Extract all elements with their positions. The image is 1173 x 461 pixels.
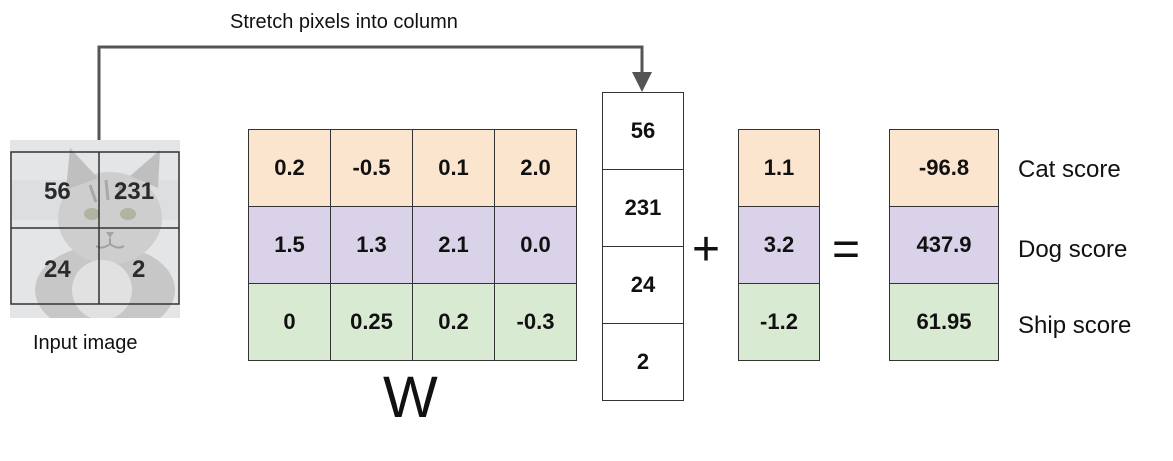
weight-row-cat: 0.2 -0.5 0.1 2.0 (248, 129, 577, 207)
equals-operator: = (832, 223, 861, 276)
input-image-caption: Input image (33, 332, 138, 354)
pixel-column-vector: 56 231 24 2 (602, 92, 684, 401)
ship-score-label: Ship score (1018, 312, 1132, 339)
pixel-value-bottom-right: 2 (132, 256, 146, 283)
input-image: 56 231 24 2 (10, 140, 180, 318)
weight-cell: 0.25 (330, 283, 413, 361)
weight-cell: 1.5 (248, 206, 331, 284)
cat-picture (10, 140, 180, 318)
bias-cell: 1.1 (738, 129, 820, 207)
pixel-column-cell: 2 (602, 323, 684, 401)
weight-cell: 1.3 (330, 206, 413, 284)
arrow-label: Stretch pixels into column (230, 11, 458, 33)
weight-cell: 0.0 (494, 206, 577, 284)
bias-cell: 3.2 (738, 206, 820, 284)
weight-cell: 0.1 (412, 129, 495, 207)
weight-matrix-label: W (383, 365, 438, 430)
cat-score-label: Cat score (1018, 156, 1121, 183)
pixel-value-top-right: 231 (114, 178, 155, 205)
weight-cell: 2.0 (494, 129, 577, 207)
weight-cell: -0.3 (494, 283, 577, 361)
pixel-column-cell: 231 (602, 169, 684, 247)
weight-matrix: 0.2 -0.5 0.1 2.0 1.5 1.3 2.1 0.0 0 0.25 … (248, 129, 577, 361)
weight-cell: -0.5 (330, 129, 413, 207)
weight-cell: 2.1 (412, 206, 495, 284)
score-cell: -96.8 (889, 129, 999, 207)
stretch-arrow-head (632, 72, 652, 92)
pixel-column-cell: 24 (602, 246, 684, 324)
weight-row-dog: 1.5 1.3 2.1 0.0 (248, 206, 577, 284)
score-vector: -96.8 437.9 61.95 (889, 129, 999, 361)
stretch-arrow-line (97, 45, 644, 140)
pixel-column-cell: 56 (602, 92, 684, 170)
bias-vector: 1.1 3.2 -1.2 (738, 129, 820, 361)
weight-cell: 0.2 (248, 129, 331, 207)
weight-cell: 0.2 (412, 283, 495, 361)
weight-row-ship: 0 0.25 0.2 -0.3 (248, 283, 577, 361)
dog-score-label: Dog score (1018, 236, 1128, 263)
plus-operator: + (692, 223, 721, 276)
score-cell: 61.95 (889, 283, 999, 361)
bias-cell: -1.2 (738, 283, 820, 361)
pixel-value-top-left: 56 (44, 178, 71, 205)
weight-cell: 0 (248, 283, 331, 361)
pixel-value-bottom-left: 24 (44, 256, 71, 283)
score-cell: 437.9 (889, 206, 999, 284)
